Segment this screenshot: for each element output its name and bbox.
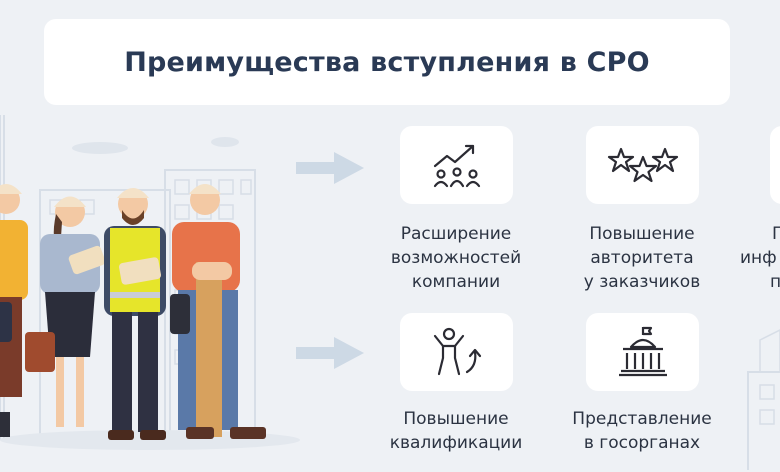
caption-line: возможностей <box>390 248 522 268</box>
caption-line: п <box>770 272 780 292</box>
benefit-caption-partial: П инф п <box>738 222 780 294</box>
caption-line: П <box>772 224 780 244</box>
benefit-caption: Повышение квалификации <box>371 407 541 455</box>
arrow-icon <box>296 337 364 369</box>
government-building-icon <box>618 326 667 377</box>
worker-figure <box>25 196 106 427</box>
caption-line: компании <box>411 272 501 292</box>
arrow-icon <box>296 152 364 184</box>
caption-line: в госорганах <box>583 433 701 453</box>
person-arrow-up-icon <box>433 327 481 376</box>
worker-figure <box>170 184 266 439</box>
caption-line: квалификации <box>389 433 523 453</box>
growth-team-icon <box>433 144 480 188</box>
benefit-tile <box>400 313 513 391</box>
caption-line: Расширение <box>400 224 512 244</box>
caption-line: инф <box>740 248 777 268</box>
three-stars-icon <box>607 147 678 183</box>
caption-line: авторитета <box>590 248 694 268</box>
caption-line: Повышение <box>589 224 695 244</box>
construction-workers-illustration <box>0 184 266 440</box>
benefit-caption: Расширение возможностей компании <box>371 222 541 294</box>
benefit-tile <box>586 126 699 204</box>
benefit-tile <box>586 313 699 391</box>
worker-figure <box>104 188 166 440</box>
caption-line: Повышение <box>403 409 509 429</box>
page-title: Преимущества вступления в СРО <box>124 46 650 78</box>
worker-figure <box>0 184 28 437</box>
title-card: Преимущества вступления в СРО <box>44 19 730 105</box>
benefit-tile-partial <box>770 126 780 204</box>
benefit-caption: Повышение авторитета у заказчиков <box>557 222 727 294</box>
caption-line: Представление <box>572 409 712 429</box>
benefit-caption: Представление в госорганах <box>557 407 727 455</box>
benefit-tile <box>400 126 513 204</box>
caption-line: у заказчиков <box>583 272 701 292</box>
